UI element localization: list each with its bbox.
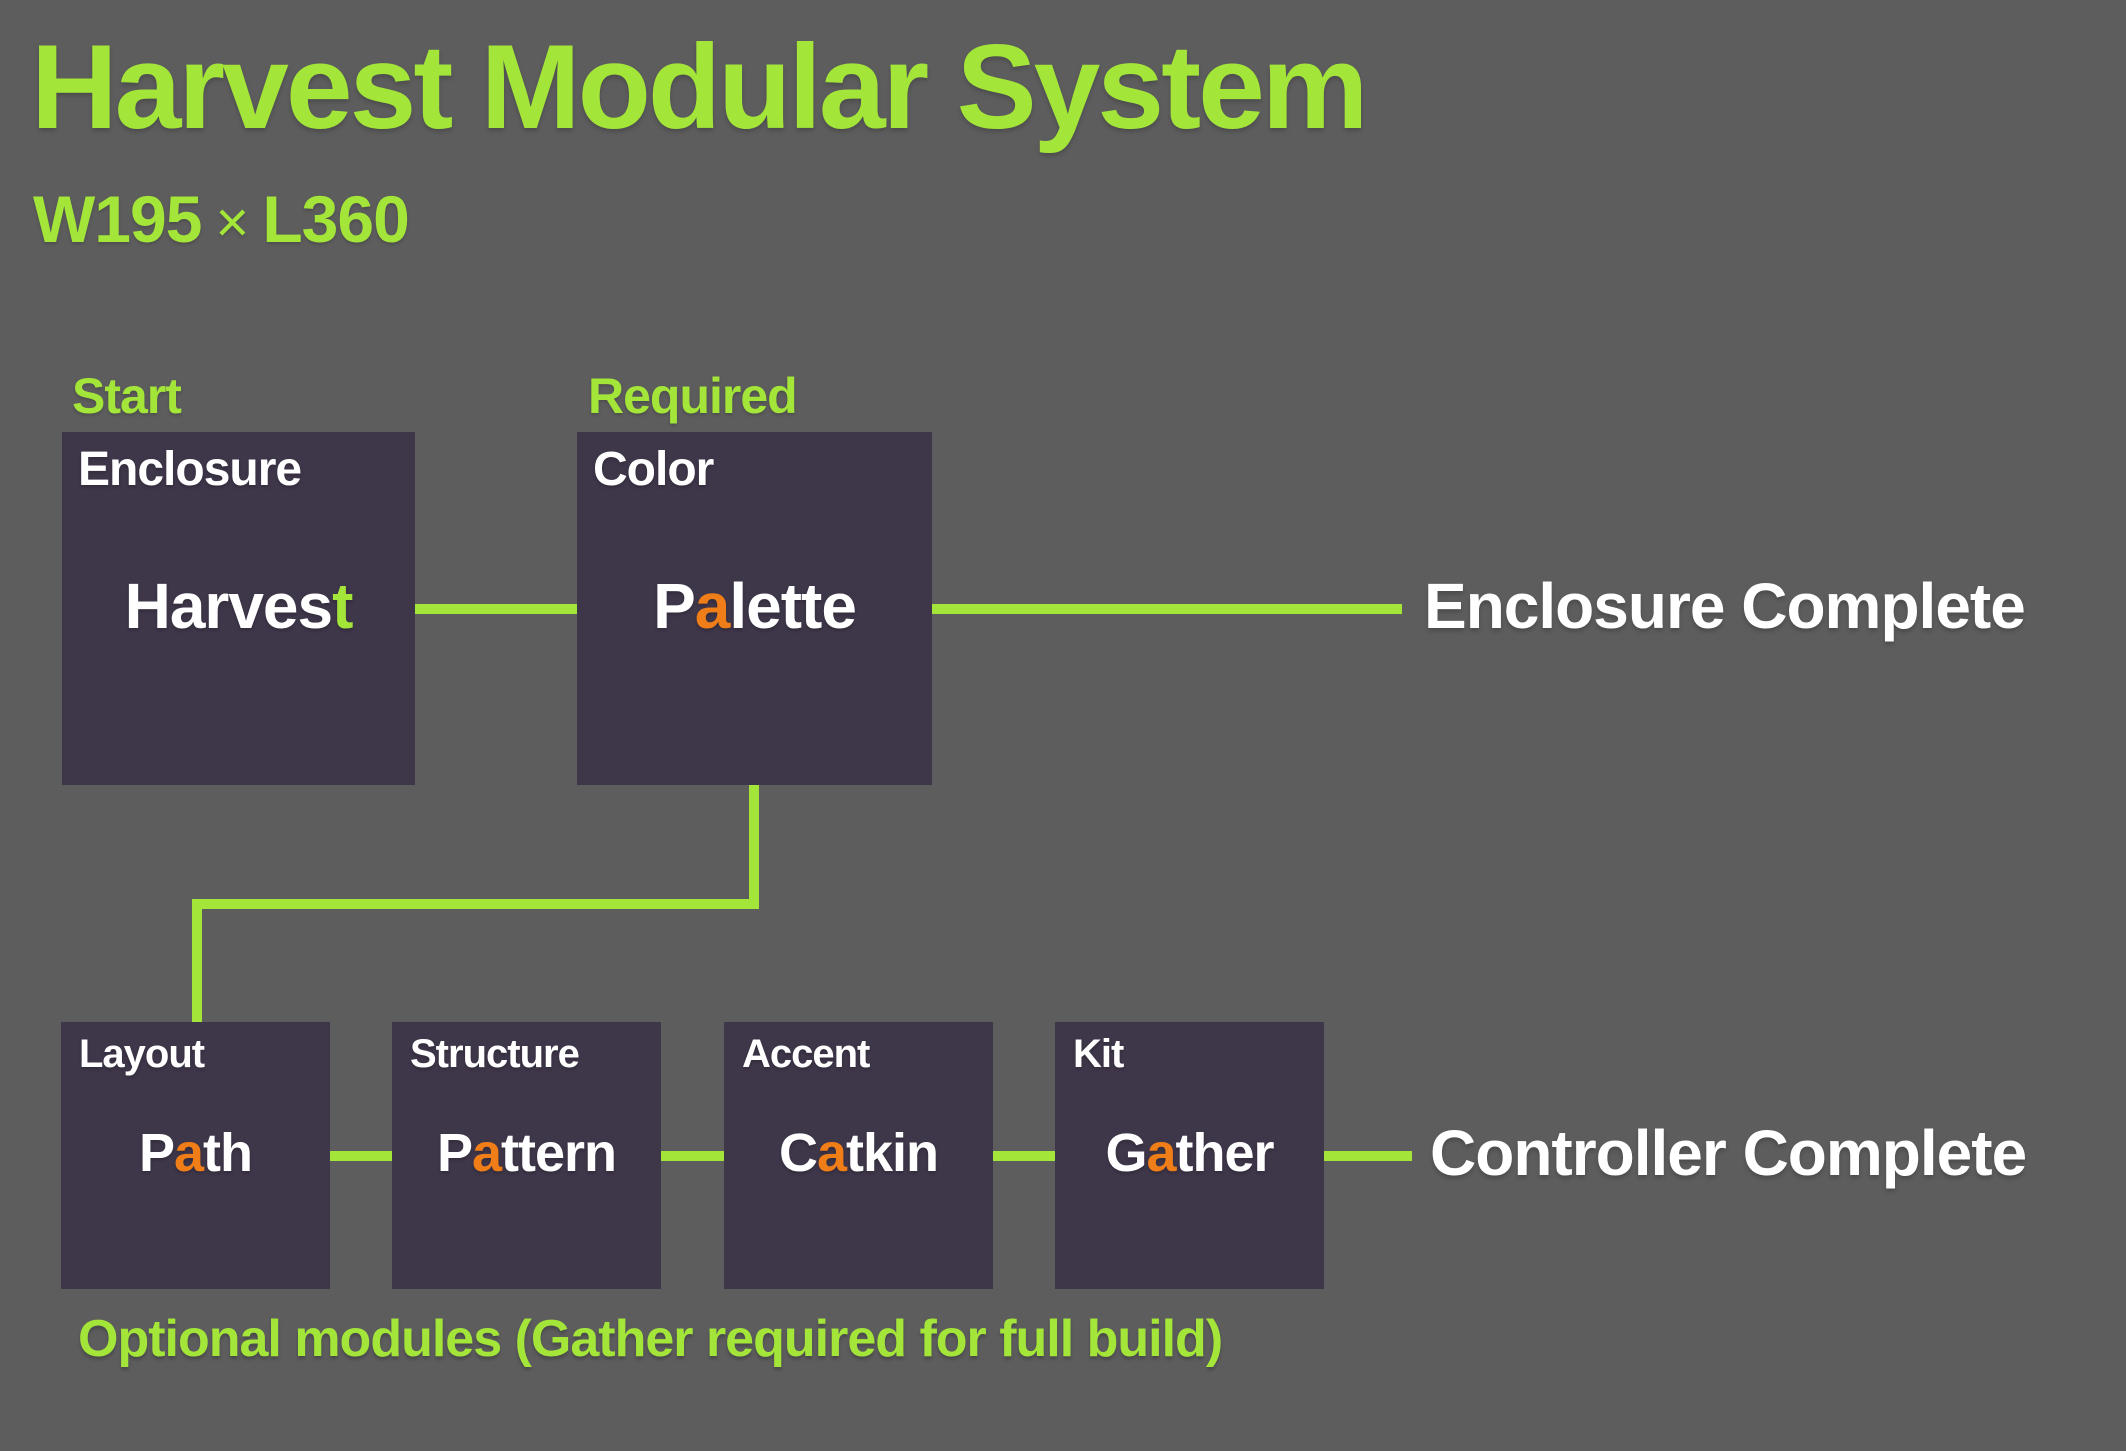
controller-complete-label: Controller Complete bbox=[1430, 1117, 2027, 1189]
connector-path-pattern bbox=[330, 1151, 392, 1161]
word-pre: P bbox=[138, 1123, 175, 1183]
connector-elbow-into-layout bbox=[192, 899, 202, 1023]
connector-catkin-gather bbox=[993, 1151, 1055, 1161]
multiply-sign: × bbox=[215, 190, 249, 255]
module-word-pattern: Pattern bbox=[392, 1126, 661, 1180]
box-header-layout: Layout bbox=[79, 1032, 205, 1076]
word-pre: G bbox=[1105, 1123, 1147, 1183]
connector-elbow-down bbox=[749, 785, 759, 909]
module-word-harvest: Harvest bbox=[62, 574, 415, 638]
module-word-path: Path bbox=[61, 1126, 330, 1180]
module-box-path: Layout Path bbox=[61, 1022, 330, 1289]
word-accent: a bbox=[1146, 1123, 1176, 1183]
word-post: tkin bbox=[846, 1123, 939, 1183]
module-word-gather: Gather bbox=[1055, 1126, 1324, 1180]
box-header-kit: Kit bbox=[1073, 1032, 1124, 1076]
word-post: th bbox=[203, 1123, 253, 1183]
connector-elbow-across bbox=[192, 899, 759, 909]
module-box-palette: Color Palette bbox=[577, 432, 932, 785]
connector-palette-enclosure-complete bbox=[932, 604, 1402, 614]
word-accent: a bbox=[174, 1123, 204, 1183]
word-pre: P bbox=[653, 570, 696, 642]
word-accent: a bbox=[816, 1123, 847, 1183]
connector-harvest-palette bbox=[415, 604, 577, 614]
module-word-palette: Palette bbox=[577, 574, 932, 638]
page-title: Harvest Modular System bbox=[31, 20, 1369, 154]
start-label: Start bbox=[72, 368, 182, 424]
box-header-structure: Structure bbox=[410, 1032, 580, 1076]
enclosure-complete-label: Enclosure Complete bbox=[1424, 570, 2026, 642]
module-box-harvest: Enclosure Harvest bbox=[62, 432, 415, 785]
word-post: ther bbox=[1175, 1123, 1275, 1183]
box-header-color: Color bbox=[593, 443, 714, 496]
word-post: lette bbox=[729, 570, 857, 642]
module-box-pattern: Structure Pattern bbox=[392, 1022, 661, 1289]
box-header-accent: Accent bbox=[742, 1032, 870, 1076]
module-box-gather: Kit Gather bbox=[1055, 1022, 1324, 1289]
word-accent: t bbox=[332, 570, 353, 642]
module-word-catkin: Catkin bbox=[724, 1126, 993, 1180]
word-pre: P bbox=[436, 1123, 473, 1183]
dimensions-subtitle: W195×L360 bbox=[33, 186, 410, 255]
required-label: Required bbox=[588, 368, 798, 424]
module-box-catkin: Accent Catkin bbox=[724, 1022, 993, 1289]
word-pre: Harves bbox=[124, 570, 333, 642]
word-accent: a bbox=[471, 1123, 502, 1183]
optional-modules-footnote: Optional modules (Gather required for fu… bbox=[78, 1310, 1223, 1368]
word-post: ttern bbox=[501, 1123, 617, 1183]
word-pre: C bbox=[778, 1123, 818, 1183]
length-value: L360 bbox=[262, 182, 409, 256]
box-header-enclosure: Enclosure bbox=[78, 443, 302, 496]
connector-pattern-catkin bbox=[661, 1151, 724, 1161]
connector-gather-controller-complete bbox=[1324, 1151, 1412, 1161]
width-value: W195 bbox=[33, 182, 202, 256]
word-accent: a bbox=[694, 570, 731, 642]
